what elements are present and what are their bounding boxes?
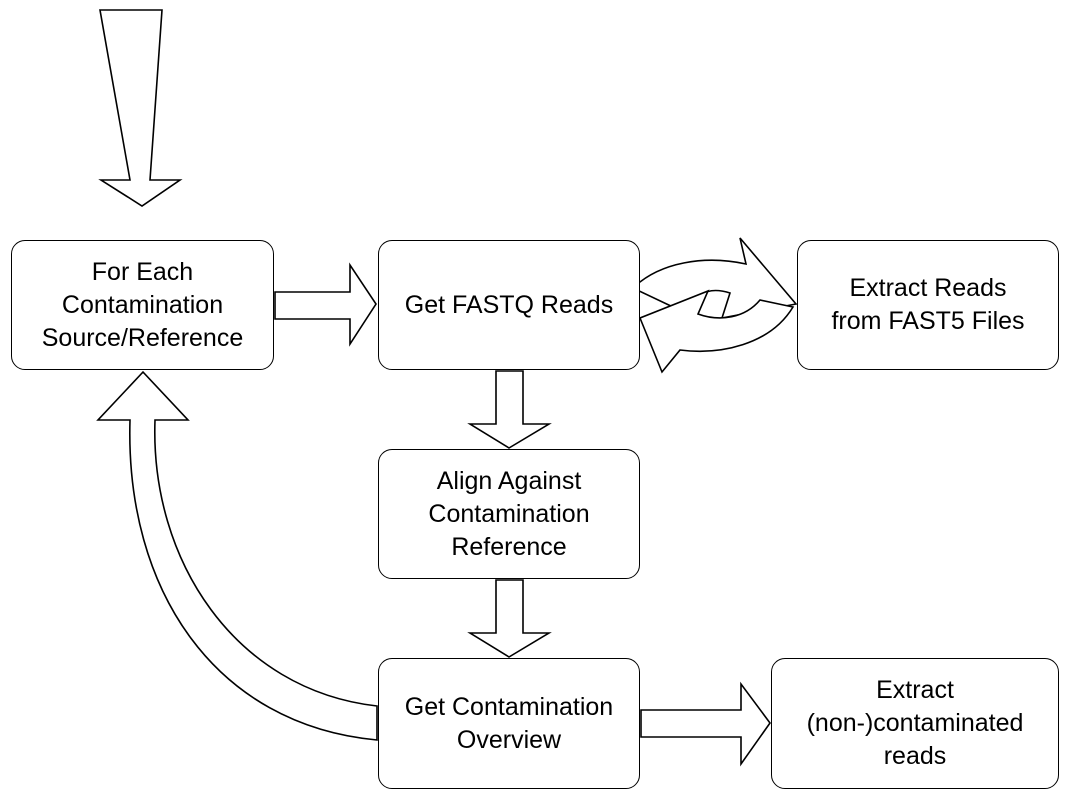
- entry-arrow: [98, 9, 183, 207]
- box-extract-reads-line-1: Extract: [876, 676, 954, 704]
- cycle-arrow-lower: [638, 289, 795, 374]
- box-fastq-line-1: Get FASTQ Reads: [404, 290, 614, 319]
- box-extract-non-contaminated-reads: Extract (non-)contaminated reads: [771, 658, 1059, 789]
- arrow-overview-to-extract: [640, 681, 771, 767]
- box-extract-reads-line-2: (non-)contaminated: [806, 709, 1024, 737]
- box-get-contamination-overview: Get Contamination Overview: [378, 658, 640, 789]
- arrow-fastq-to-align: [467, 370, 552, 449]
- box-extract-fast5-line-1: Extract Reads: [849, 274, 1007, 302]
- box-extract-fast5-line-2: from FAST5 Files: [831, 307, 1025, 335]
- loop-back-arrow: [96, 370, 378, 741]
- arrow-align-to-overview: [467, 579, 552, 658]
- box-source-line-1: For Each: [91, 257, 194, 286]
- box-overview-line-2: Overview: [456, 725, 562, 754]
- box-align-against-reference: Align Against Contamination Reference: [378, 449, 640, 579]
- box-align-line-2: Contamination: [428, 499, 590, 528]
- box-align-line-3: Reference: [451, 532, 567, 561]
- box-source-line-2: Contamination: [61, 290, 224, 319]
- box-get-fastq-reads: Get FASTQ Reads: [378, 240, 640, 370]
- box-extract-reads-from-fast5: Extract Reads from FAST5 Files: [797, 240, 1059, 370]
- box-overview-line-1: Get Contamination: [404, 692, 614, 721]
- box-for-each-contamination-source: For Each Contamination Source/Reference: [11, 240, 274, 370]
- box-source-line-3: Source/Reference: [41, 323, 244, 352]
- box-extract-reads-line-3: reads: [883, 742, 947, 770]
- arrow-source-to-fastq: [274, 262, 377, 347]
- box-align-line-1: Align Against: [436, 466, 582, 495]
